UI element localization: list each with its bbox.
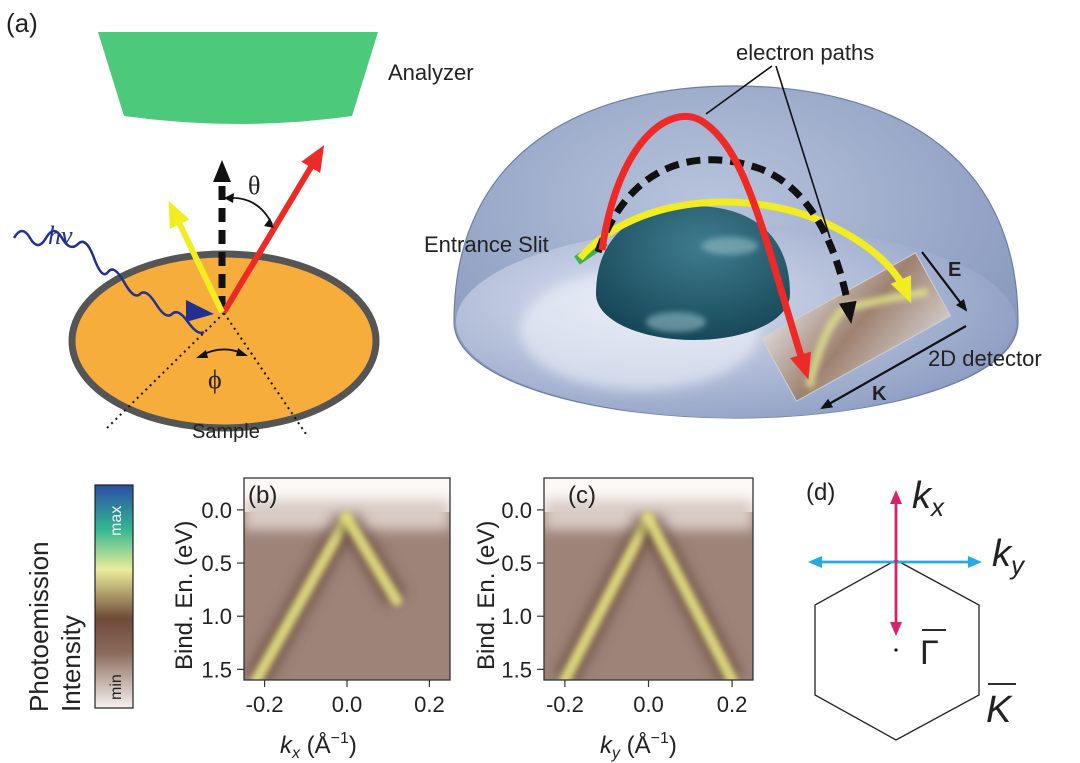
energy-axis-label: E [948,259,961,281]
entrance-slit-label: Entrance Slit [424,232,549,257]
chart-b-xtick-label: -0.2 [246,692,284,717]
chart-b: -0.2 0.0 0.2 0.0 0.5 1.0 1.5 (b) Bind. En. (eV… [171,477,451,762]
colorbar-min-label: min [108,674,125,700]
gamma-point [894,648,898,652]
chart-c-panel-label: (c) [568,482,596,509]
emitted-electron-red-arrow [221,145,325,314]
chart-c-xlabel-unit: (Å [620,731,651,759]
emitted-electron-yellow-arrow [168,200,225,314]
chart-b-xlabel-exp: −1 [331,730,349,747]
ky-label-sub: y [1009,550,1026,580]
phi-label: ϕ [208,365,222,394]
chart-c-ytick-label: 1.5 [501,657,532,682]
analyzer-shape [98,32,378,124]
dotted-guide-right [223,312,307,435]
photon-wave [12,229,205,335]
chart-b-ytick-label: 1.5 [201,657,232,682]
colorbar-title-line1: Photoemission [24,541,54,712]
chart-c-xlabel-exp: −1 [651,730,669,747]
chart-b-xtick-label: 0.0 [332,692,363,717]
chart-c-xtick-label: 0.0 [633,692,664,717]
colorbar-gradient [94,484,134,709]
chart-c-xlabel: ky (Å−1) [600,730,677,762]
colorbar-title-line2: Intensity [56,615,86,712]
chart-b-band-right [341,512,402,606]
chart-b-ytick-label: 0.5 [201,551,232,576]
chart-c-band-right [643,512,738,680]
colorbar-title: Photoemission Intensity [24,541,86,712]
inner-highlight-top [702,237,758,255]
momentum-axis-label: K [872,383,887,405]
electron-path-dashed [594,156,857,324]
theta-arrow-tip-a [224,193,234,203]
analyzer-label: Analyzer [388,60,474,85]
pointer-line-2 [775,65,831,239]
photon-label: hν [48,221,73,250]
k-point-label: K [986,689,1013,731]
ky-label: ky [992,533,1026,580]
ky-label-var: k [992,533,1013,575]
chart-b-ytick-label: 0.0 [201,498,232,523]
chart-b-ylabel: Bind. En. (eV) [171,521,198,670]
chart-b-xlabel-var: k [280,732,294,759]
chart-b-xlabel-sub: x [291,745,301,762]
chart-b-bands [245,511,408,680]
theta-arc [227,197,273,225]
phi-arrow-tip-b [236,348,248,356]
kx-label-var: k [912,475,933,517]
electron-path-yellow [577,198,912,304]
chart-c-ticks: -0.2 0.0 0.2 0.0 0.5 1.0 1.5 [501,498,747,717]
electron-path-red [598,112,812,380]
chart-b-band-left [250,512,353,680]
chart-b-xlabel: kx (Å−1) [280,730,357,762]
chart-c: -0.2 0.0 0.2 0.0 0.5 1.0 1.5 (c) Bind. En. (eV… [473,477,754,762]
electron-paths-label: electron paths [736,40,874,65]
chart-c-ylabel: Bind. En. (eV) [473,521,500,670]
kx-label-sub: x [929,492,945,522]
chart-b-ytick-label: 1.0 [201,604,232,629]
chart-b-ticks: -0.2 0.0 0.2 0.0 0.5 1.0 1.5 [201,498,444,717]
colorbar-max-label: max [108,506,125,536]
chart-c-xlabel-sub: y [611,745,621,762]
chart-c-xlabel-var: k [600,732,614,759]
kx-label: kx [912,475,945,522]
chart-c-xlabel-close: ) [669,732,677,759]
chart-c-ytick-label: 1.0 [501,604,532,629]
brillouin-zone-hexagon [814,559,980,741]
chart-c-ytick-label: 0.5 [501,551,532,576]
chart-b-xtick-label: 0.2 [414,692,445,717]
chart-c-ytick-label: 0.0 [501,498,532,523]
theta-arrow-tip-b [264,218,274,228]
chart-c-band-left [559,512,654,680]
chart-c-xtick-label: 0.2 [717,692,748,717]
panel-label-a: (a) [6,8,38,38]
chart-c-bands [553,512,744,680]
chart-b-xlabel-unit: (Å [300,731,331,759]
inner-highlight-bottom [646,312,706,332]
momentum-axis-arrow [820,325,967,409]
panel-label-d: (d) [806,479,835,506]
chart-c-xtick-label: -0.2 [546,692,584,717]
phi-arrow-tip-a [196,350,208,358]
detector-label: 2D detector [928,346,1042,371]
chart-b-panel-label: (b) [248,482,277,509]
sample-label: Sample [192,421,260,443]
photon-arrowhead [186,300,214,322]
energy-axis-arrow [921,251,968,312]
chart-b-xlabel-close: ) [349,732,357,759]
pointer-line-1 [705,65,773,115]
theta-label: θ [248,171,260,200]
gamma-label: Γ [920,634,939,672]
